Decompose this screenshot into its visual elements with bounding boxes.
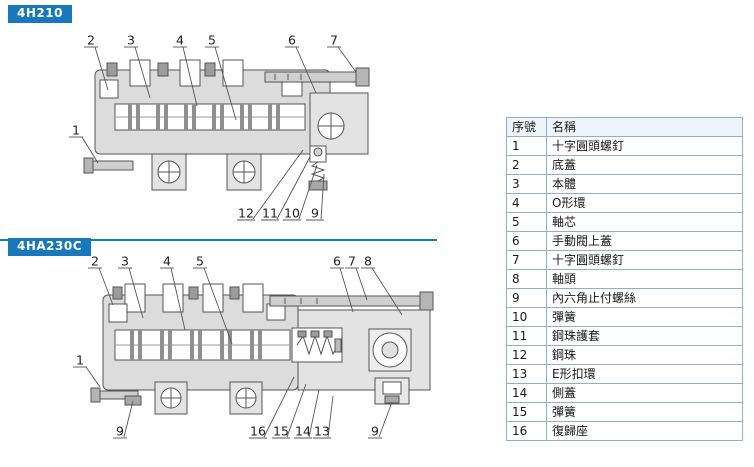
callout-label: 11 — [262, 205, 278, 221]
mounting-bolt — [90, 387, 139, 403]
callout-label: 2 — [91, 253, 99, 269]
part-number-cell: 6 — [506, 231, 547, 251]
callout-label: 5 — [208, 32, 216, 48]
part-name-cell: 軸芯 — [546, 212, 743, 232]
mounting-bolt — [83, 157, 134, 174]
model-badge-4h210: 4H210 — [8, 5, 72, 23]
callout-label: 3 — [121, 253, 129, 269]
section-divider-line — [0, 239, 437, 241]
callout-label: 6 — [288, 32, 296, 48]
part-number-cell: 16 — [506, 421, 547, 441]
callout-label: 12 — [238, 205, 254, 221]
part-name-cell: 鋼珠護套 — [546, 326, 743, 346]
callout-label: 1 — [76, 352, 84, 368]
part-name-cell: 彈簧 — [546, 307, 743, 327]
part-name-cell: 復歸座 — [546, 421, 743, 441]
part-number-cell: 11 — [506, 326, 547, 346]
spool — [114, 103, 306, 131]
table-header-row: 序號 名稱 — [506, 117, 743, 137]
bottom-ports — [151, 153, 262, 191]
callout-label: 9 — [311, 205, 319, 221]
callout-label: 7 — [330, 32, 338, 48]
spool — [114, 329, 291, 361]
long-bolt — [264, 67, 370, 87]
valve-drawing-4h210 — [83, 59, 370, 191]
callout-label: 9 — [116, 423, 124, 439]
callout-label: 4 — [176, 32, 184, 48]
part-number-cell: 4 — [506, 193, 547, 213]
part-number-cell: 8 — [506, 269, 547, 289]
callout-label: 5 — [196, 253, 204, 269]
long-bolt — [269, 291, 434, 311]
part-number-cell: 9 — [506, 288, 547, 308]
part-number-cell: 2 — [506, 155, 547, 175]
callout-label: 6 — [333, 253, 341, 269]
part-name-cell: 彈簧 — [546, 402, 743, 422]
callout-label: 8 — [364, 253, 372, 269]
column-header-number: 序號 — [506, 117, 547, 137]
part-name-cell: O形環 — [546, 193, 743, 213]
part-number-cell: 7 — [506, 250, 547, 270]
part-name-cell: 底蓋 — [546, 155, 743, 175]
callout-label: 14 — [295, 423, 311, 439]
detent-mechanism — [308, 145, 328, 191]
callout-label: 4 — [163, 253, 171, 269]
part-number-cell: 13 — [506, 364, 547, 384]
set-screw — [124, 395, 142, 406]
part-name-cell: 軸頭 — [546, 269, 743, 289]
part-name-cell: 內六角止付螺絲 — [546, 288, 743, 308]
bottom-right-port — [374, 377, 410, 405]
part-number-cell: 12 — [506, 345, 547, 365]
callout-label: 10 — [284, 205, 300, 221]
part-name-cell: 本體 — [546, 174, 743, 194]
callout-label: 2 — [87, 32, 95, 48]
shaft-head-cap — [368, 328, 412, 372]
callout-label: 3 — [127, 32, 135, 48]
part-name-cell: 側蓋 — [546, 383, 743, 403]
manual-override — [317, 112, 345, 140]
part-number-cell: 5 — [506, 212, 547, 232]
part-number-cell: 3 — [506, 174, 547, 194]
part-name-cell: 十字圓頭螺釘 — [546, 250, 743, 270]
callout-label: 16 — [250, 423, 266, 439]
callout-label: 13 — [314, 423, 330, 439]
callout-label: 7 — [348, 253, 356, 269]
model-badge-4ha230c: 4HA230C — [8, 238, 92, 256]
return-spring-assembly — [291, 327, 343, 363]
part-name-cell: 手動閥上蓋 — [546, 231, 743, 251]
bottom-ports — [154, 381, 263, 415]
callout-label: 9 — [371, 423, 379, 439]
column-header-name: 名稱 — [546, 117, 743, 137]
callout-label: 15 — [273, 423, 289, 439]
part-number-cell: 1 — [506, 136, 547, 156]
callout-label: 1 — [72, 122, 80, 138]
part-number-cell: 10 — [506, 307, 547, 327]
part-number-cell: 14 — [506, 383, 547, 403]
part-name-cell: 鋼珠 — [546, 345, 743, 365]
part-name-cell: 十字圓頭螺釘 — [546, 136, 743, 156]
part-name-cell: E形扣環 — [546, 364, 743, 384]
valve-drawing-4ha230c — [90, 283, 434, 415]
part-number-cell: 15 — [506, 402, 547, 422]
